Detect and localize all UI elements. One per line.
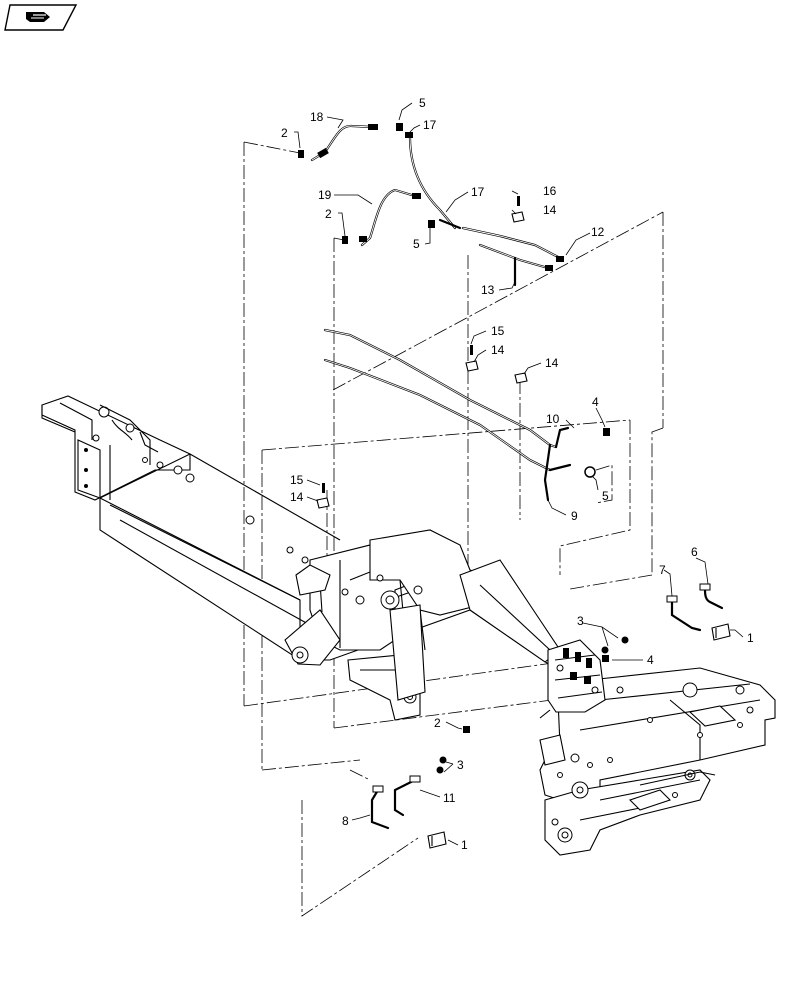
part-clamp-14-b [465, 360, 479, 372]
part-tube-11 [393, 775, 421, 817]
part-fitting-2-c [463, 726, 470, 733]
part-hose-18 [310, 124, 378, 162]
part-bolt-16 [517, 196, 520, 206]
part-fitting-5-a [396, 123, 403, 131]
callout-12: 12 [591, 225, 605, 239]
callout-15: 15 [290, 473, 304, 487]
callout-6: 6 [691, 545, 698, 559]
part-clamp-14-c [514, 372, 528, 384]
callout-8: 8 [342, 814, 349, 828]
callout-9: 9 [571, 509, 578, 523]
part-fitting-5-b [428, 220, 435, 228]
part-bracket-1-b [427, 831, 447, 849]
callout-17: 17 [471, 185, 485, 199]
part-fitting-4-a [603, 428, 610, 436]
nav-button[interactable] [4, 4, 78, 31]
part-tubes-9-10 [323, 328, 572, 502]
callout-4: 4 [592, 395, 599, 409]
part-bracket-1-a [711, 623, 731, 641]
callout-14: 14 [545, 356, 559, 370]
part-tube-12-13 [461, 226, 564, 287]
callout-2: 2 [325, 207, 332, 221]
hand-pointing-right-icon [26, 12, 50, 22]
callout-3: 3 [457, 758, 464, 772]
part-fitting-2-a [298, 150, 304, 158]
callouts: 18 5 2 17 19 17 16 14 2 5 12 13 15 14 14… [281, 96, 754, 852]
part-fitting-5-c [584, 466, 596, 478]
callout-15: 15 [491, 324, 505, 338]
callout-1: 1 [461, 838, 468, 852]
callout-5: 5 [602, 489, 609, 503]
part-bolt-15-b [322, 483, 325, 493]
callout-10: 10 [546, 412, 560, 426]
part-fitting-4-b [602, 655, 609, 662]
callout-18: 18 [310, 110, 324, 124]
callout-13: 13 [481, 283, 495, 297]
callout-14: 14 [543, 203, 557, 217]
callout-3: 3 [577, 614, 584, 628]
callout-11: 11 [443, 791, 456, 805]
part-hose-19 [359, 188, 421, 247]
part-bolt-15-a [470, 345, 473, 355]
callout-1: 1 [747, 631, 754, 645]
leader-lines [294, 102, 744, 846]
callout-2: 2 [281, 126, 288, 140]
boom-frame [41, 395, 561, 721]
callout-5: 5 [413, 237, 420, 251]
callout-7: 7 [659, 563, 666, 577]
callout-14: 14 [491, 343, 505, 357]
callout-4: 4 [647, 653, 654, 667]
part-hose-17-top [405, 132, 462, 230]
part-tube-6 [699, 583, 724, 610]
part-fitting-2-b [342, 236, 348, 244]
callout-5: 5 [419, 96, 426, 110]
callout-19: 19 [318, 188, 332, 202]
callout-2: 2 [434, 716, 441, 730]
part-fitting-3-b [436, 756, 447, 774]
callout-16: 16 [543, 184, 557, 198]
part-tube-7 [666, 595, 702, 632]
callout-14: 14 [290, 490, 304, 504]
control-valve [539, 639, 606, 719]
callout-17: 17 [423, 118, 437, 132]
part-clamp-14-d [316, 497, 330, 509]
part-tube-8 [370, 785, 390, 830]
part-fitting-3-a [601, 636, 629, 654]
part-clamp-14-a [511, 211, 525, 223]
